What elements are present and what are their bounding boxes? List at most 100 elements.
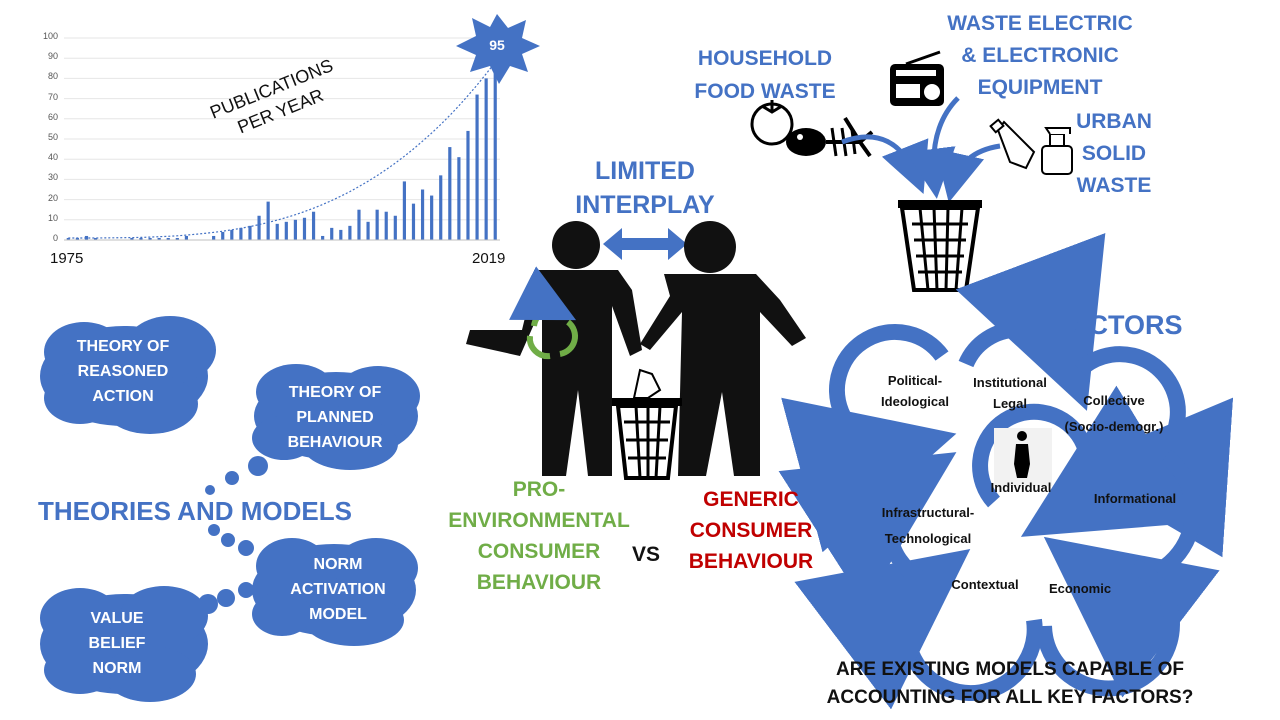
bar (266, 201, 270, 240)
bar (293, 219, 297, 240)
theories-models-title: THEORIES AND MODELS (38, 496, 352, 526)
household-food-waste-label: HOUSEHOLD FOOD WASTE (680, 42, 850, 108)
infrastructural-line-1: Infrastructural- (881, 505, 975, 520)
bar (66, 237, 70, 240)
generic-line-2: CONSUMER (689, 519, 813, 542)
bar (175, 237, 179, 240)
cloud-reasoned-action (40, 316, 216, 434)
interplay-text: INTERPLAY (575, 191, 715, 219)
bar (284, 221, 288, 240)
planned-line-3: BEHAVIOUR (287, 434, 383, 451)
political-line-2: Ideological (881, 394, 949, 409)
bar (493, 48, 497, 240)
starburst-badge (456, 14, 540, 84)
norm-line-3: MODEL (309, 606, 367, 623)
cloud-norm-activation (252, 538, 418, 646)
factor-political: Political- Ideological (870, 370, 960, 412)
bar (148, 237, 152, 240)
bar (439, 175, 443, 240)
y-tick-label: 60 (47, 111, 58, 122)
thought-bubble-dots (198, 456, 268, 614)
weee-arrow (905, 96, 960, 199)
weee-label: WASTE ELECTRIC & ELECTRONIC EQUIPMENT (940, 8, 1140, 104)
individual-person-icon (994, 428, 1052, 486)
institutional-line-1: Institutional (973, 375, 1047, 390)
pro-environmental-label: PRO- ENVIRONMENTAL CONSUMER BEHAVIOUR (432, 474, 646, 598)
bottle-icon (989, 118, 1036, 170)
collective-line-1: Collective (1083, 393, 1145, 408)
cloud-value-belief-norm (40, 586, 208, 702)
bar (339, 229, 343, 240)
bar (130, 237, 134, 240)
closing-question: ARE EXISTING MODELS CAPABLE OF ACCOUNTIN… (800, 656, 1220, 712)
x-tick-end: 2019 (472, 250, 506, 267)
collective-line-2: (Socio-demogr.) (1064, 419, 1164, 434)
bar (221, 231, 225, 240)
vbn-line-3: NORM (92, 660, 142, 677)
bar (239, 227, 243, 240)
bar (384, 211, 388, 240)
question-line-2: ACCOUNTING FOR ALL KEY FACTORS? (826, 687, 1194, 708)
spray-bottle-icon (1041, 127, 1073, 175)
x-tick-start: 1975 (50, 250, 84, 267)
y-tick-label: 10 (47, 212, 58, 223)
bar (184, 235, 188, 240)
bar (448, 147, 452, 240)
factors-cycle (778, 232, 1233, 710)
factor-collective: Collective (Socio-demogr.) (1054, 388, 1174, 440)
factors-title: FACTORS (1054, 310, 1183, 340)
bar (230, 229, 234, 240)
chart-title: PUBLICATIONS PER YEAR (207, 55, 336, 138)
radio-icon (890, 50, 944, 106)
vbn-line-2: BELIEF (88, 635, 146, 652)
urban-line-3: WASTE (1076, 174, 1152, 197)
bar (321, 235, 325, 240)
bar (393, 215, 397, 240)
tomato-icon (750, 100, 794, 146)
bar (248, 225, 252, 240)
bar (93, 237, 98, 240)
bar (311, 211, 316, 240)
pro-line-1: PRO- (512, 478, 566, 501)
y-tick-label: 50 (47, 132, 58, 142)
generic-line-1: GENERIC (703, 488, 799, 511)
limited-interplay-label: LIMITED INTERPLAY (560, 154, 730, 222)
bar (212, 235, 216, 240)
reasoned-action-text: THEORY OF REASONED ACTION (58, 334, 188, 409)
bar (166, 237, 170, 240)
bar (357, 209, 361, 240)
cloud-planned-behaviour (252, 364, 420, 470)
infrastructural-line-2: Technological (884, 531, 972, 546)
factor-individual: Individual (990, 480, 1052, 495)
y-tick-label: 70 (47, 91, 58, 102)
question-line-1: ARE EXISTING MODELS CAPABLE OF (835, 659, 1184, 680)
reasoned-line-2: REASONED (77, 363, 169, 380)
bar (366, 221, 370, 240)
planned-behaviour-text: THEORY OF PLANNED BEHAVIOUR (270, 380, 400, 455)
urban-line-1: URBAN (1076, 110, 1152, 133)
vbn-line-1: VALUE (90, 610, 144, 627)
value-belief-norm-text: VALUE BELIEF NORM (62, 606, 172, 681)
y-tick-label: 80 (47, 71, 58, 82)
household-line-1: HOUSEHOLD (697, 47, 833, 70)
reasoned-line-1: THEORY OF (76, 338, 170, 355)
waste-bin-icon (898, 200, 982, 292)
bar (457, 157, 461, 240)
interplay-double-arrow (603, 228, 687, 260)
limited-text: LIMITED (595, 157, 695, 185)
planned-line-2: PLANNED (296, 409, 374, 426)
bar (411, 203, 416, 240)
starburst-value: 95 (489, 37, 505, 53)
generic-consumer-label: GENERIC CONSUMER BEHAVIOUR (676, 484, 826, 577)
factor-contextual: Contextual (951, 577, 1019, 592)
political-line-1: Political- (887, 373, 943, 388)
weee-line-2: & ELECTRONIC (961, 44, 1119, 67)
y-tick-label: 0 (52, 233, 58, 243)
y-tick-label: 30 (47, 172, 58, 183)
factor-institutional: Institutional Legal (962, 372, 1058, 414)
bar (157, 237, 161, 240)
y-tick-label: 20 (47, 192, 58, 203)
pro-line-3: CONSUMER (477, 540, 601, 563)
